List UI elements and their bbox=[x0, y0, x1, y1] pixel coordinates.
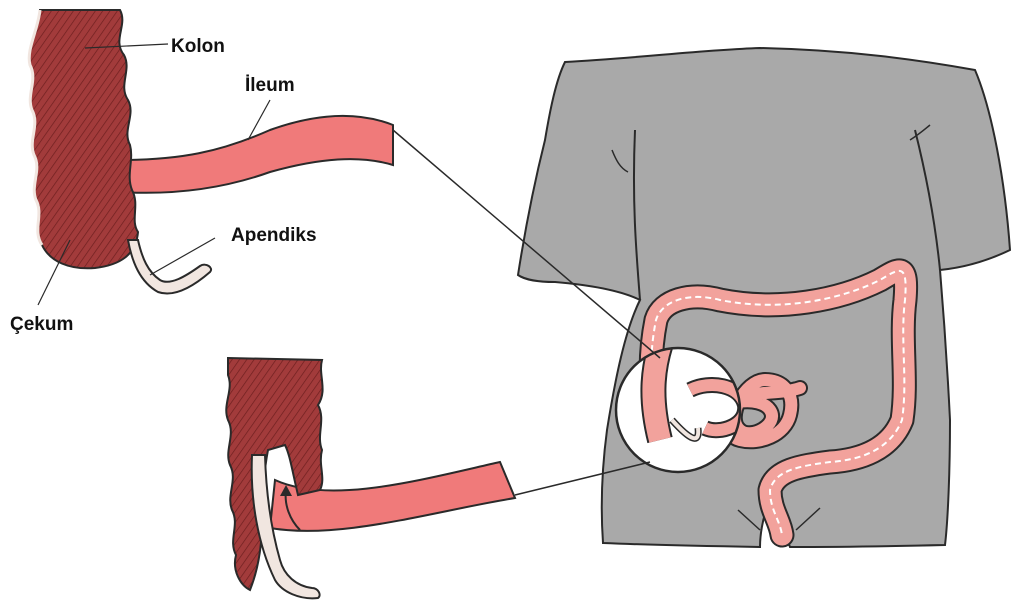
label-cekum: Çekum bbox=[10, 315, 73, 334]
label-apendiks: Apendiks bbox=[231, 226, 317, 245]
label-ileum: İleum bbox=[245, 76, 295, 95]
appendix-top bbox=[128, 240, 211, 294]
ileum-tube bbox=[120, 116, 393, 193]
label-kolon: Kolon bbox=[171, 37, 225, 56]
colon-column bbox=[29, 10, 138, 268]
bottom-detail bbox=[226, 358, 515, 598]
